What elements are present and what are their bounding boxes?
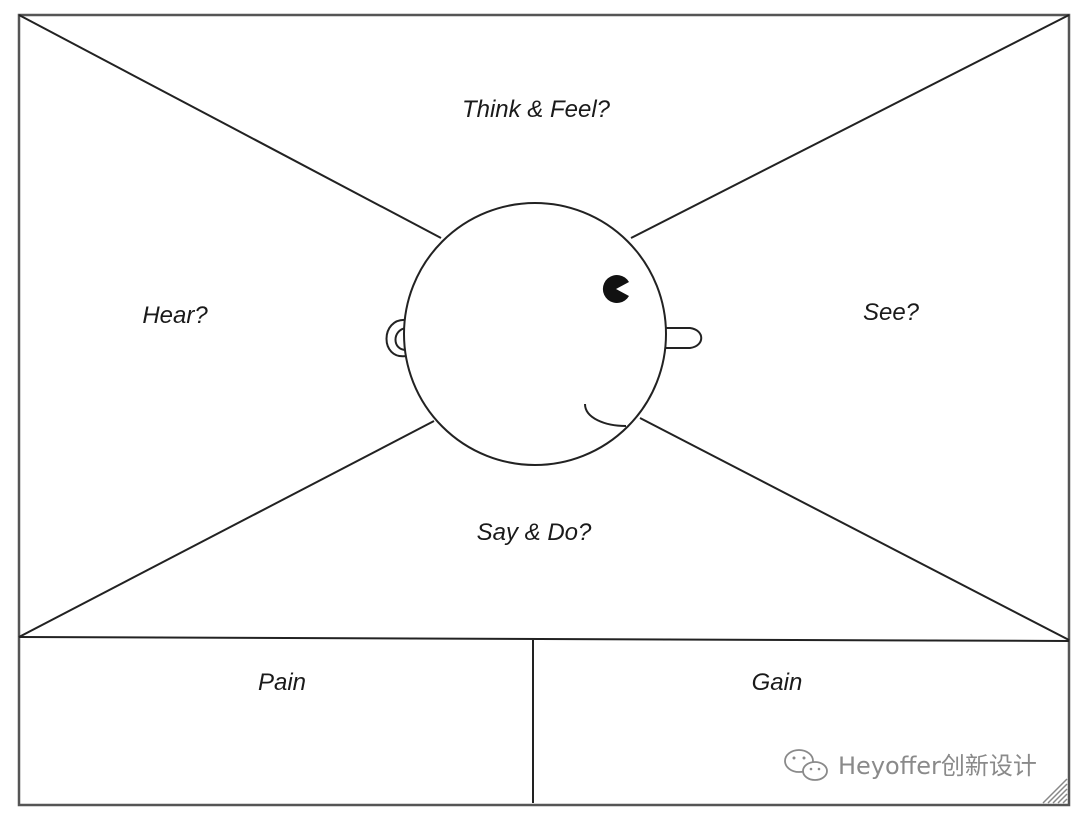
label-think-feel: Think & Feel? [462, 96, 611, 123]
diagonal-bottom-left [18, 420, 435, 638]
eye-icon [602, 275, 629, 304]
diagonal-top-left [18, 14, 442, 239]
diagonal-bottom-right [639, 417, 1070, 641]
diagonal-top-right [630, 14, 1070, 239]
wechat-icon [784, 749, 828, 781]
label-gain: Gain [752, 669, 803, 696]
ear-inner [394, 327, 407, 351]
watermark: Heyoffer创新设计 [784, 749, 1037, 781]
watermark-text: Heyoffer创新设计 [838, 752, 1037, 780]
label-see: See? [863, 299, 920, 326]
head-figure [385, 202, 703, 466]
mouth-icon [584, 403, 627, 427]
head-circle [403, 202, 667, 466]
ear-icon [385, 318, 407, 358]
outer-frame [17, 13, 1071, 807]
label-pain: Pain [258, 669, 306, 696]
nose-icon [665, 327, 703, 349]
horizontal-divider [18, 636, 1070, 642]
resize-grip-icon[interactable] [1042, 778, 1068, 804]
label-say-do: Say & Do? [477, 519, 592, 546]
label-hear: Hear? [142, 302, 208, 329]
